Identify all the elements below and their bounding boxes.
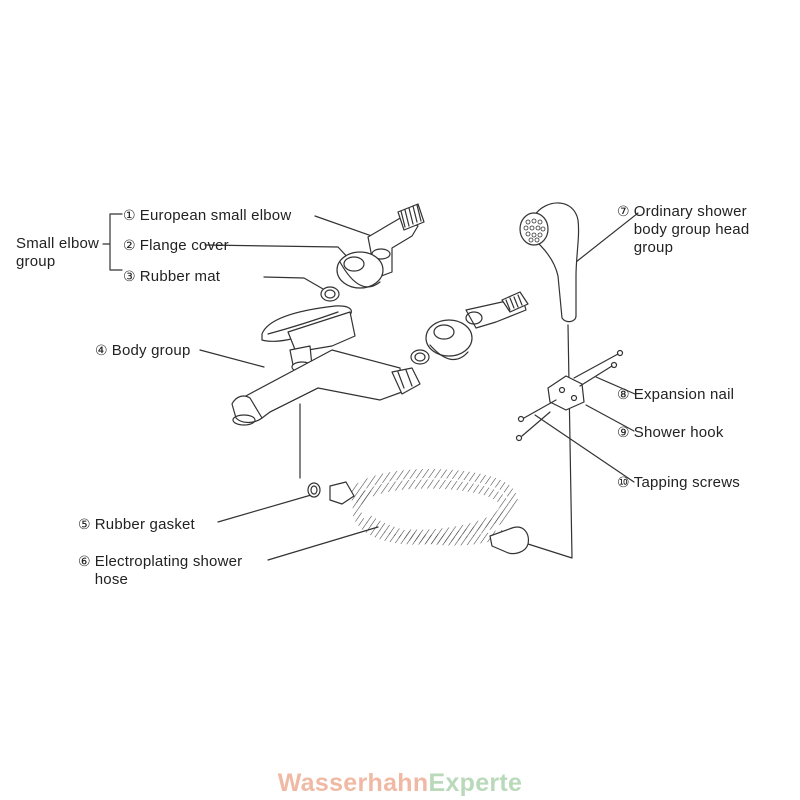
part-name: European small elbow (139, 207, 292, 224)
body-group (231, 305, 421, 426)
part-name: Tapping screws (633, 474, 740, 491)
shower-head (519, 202, 580, 323)
rubber-mat-left (320, 286, 340, 302)
part-number: ① (123, 208, 136, 224)
european-small-elbow-right (465, 291, 529, 329)
group-bracket (102, 213, 123, 271)
watermark-logo: WasserhahnExperte (0, 769, 800, 798)
part-number: ⑥ (78, 554, 91, 570)
rubber-gasket (307, 482, 321, 498)
flange-cover-right (425, 319, 473, 361)
part-name: Flange cover (139, 237, 229, 254)
expansion-nails (573, 349, 624, 387)
leader-8 (595, 376, 636, 395)
part-name: Ordinary shower body group head group (633, 203, 750, 256)
part-name: Rubber gasket (94, 516, 195, 533)
shower-hose (329, 469, 529, 555)
rubber-mat-right (410, 349, 430, 365)
leader-3 (263, 276, 331, 294)
group-label-small-elbow: Small elbow group (16, 235, 100, 270)
part-number: ③ (123, 269, 136, 285)
part-name: Rubber mat (139, 268, 221, 285)
part-number: ⑧ (617, 387, 630, 403)
part-name: Expansion nail (633, 386, 735, 403)
leader-9 (585, 404, 635, 432)
assembly-line (527, 324, 573, 559)
leader-5 (217, 492, 319, 523)
leader-6 (267, 526, 379, 561)
watermark-part-a: Wasserhahn (277, 769, 429, 797)
part-number: ⑦ (617, 204, 630, 220)
part-name: Electroplating shower hose (94, 553, 243, 588)
leader-4 (199, 349, 265, 368)
shower-hook (547, 375, 585, 411)
leader-10 (534, 414, 635, 483)
tapping-screws (515, 399, 557, 442)
leader-7 (575, 212, 639, 263)
part-name: Shower hook (633, 424, 724, 441)
part-name: Body group (111, 342, 191, 359)
part-number: ② (123, 238, 136, 254)
part-number: ④ (95, 343, 108, 359)
flange-cover-left (336, 251, 384, 289)
watermark-part-b: Experte (428, 769, 523, 797)
part-number: ⑤ (78, 517, 91, 533)
part-number: ⑩ (617, 475, 630, 491)
part-number: ⑨ (617, 425, 630, 441)
